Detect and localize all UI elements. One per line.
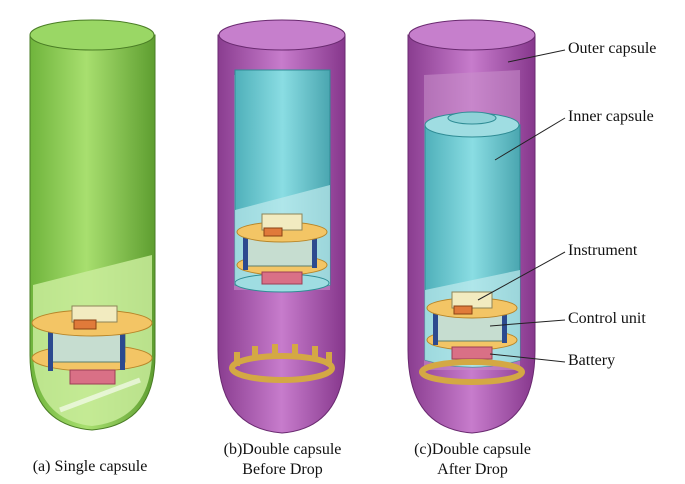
caption-b: (b)Double capsule Before Drop (200, 440, 365, 480)
crush-ring-after (419, 359, 525, 385)
caption-c-line1: (c)Double capsule (414, 441, 531, 458)
single-capsule (29, 19, 156, 431)
caption-c: (c)Double capsule After Drop (390, 440, 555, 480)
callout-outer-capsule: Outer capsule (568, 40, 657, 57)
crush-ring-before (229, 344, 335, 383)
double-capsule-after (407, 19, 536, 434)
caption-c-line2: After Drop (437, 461, 508, 478)
caption-b-line2: Before Drop (242, 461, 323, 478)
single-instrument-stack (31, 305, 153, 385)
double-capsule-before (217, 19, 346, 434)
caption-b-line1: (b)Double capsule (223, 441, 342, 458)
inner-capsule-before (234, 69, 331, 293)
callout-battery: Battery (568, 352, 616, 369)
callout-control-unit: Control unit (568, 310, 646, 327)
callout-inner-capsule: Inner capsule (568, 108, 654, 125)
callout-leaders (477, 49, 566, 363)
callout-instrument: Instrument (568, 242, 638, 259)
inner-capsule-after (424, 111, 521, 368)
caption-a-text: (a) Single capsule (32, 458, 148, 475)
caption-a: (a) Single capsule (0, 457, 180, 477)
